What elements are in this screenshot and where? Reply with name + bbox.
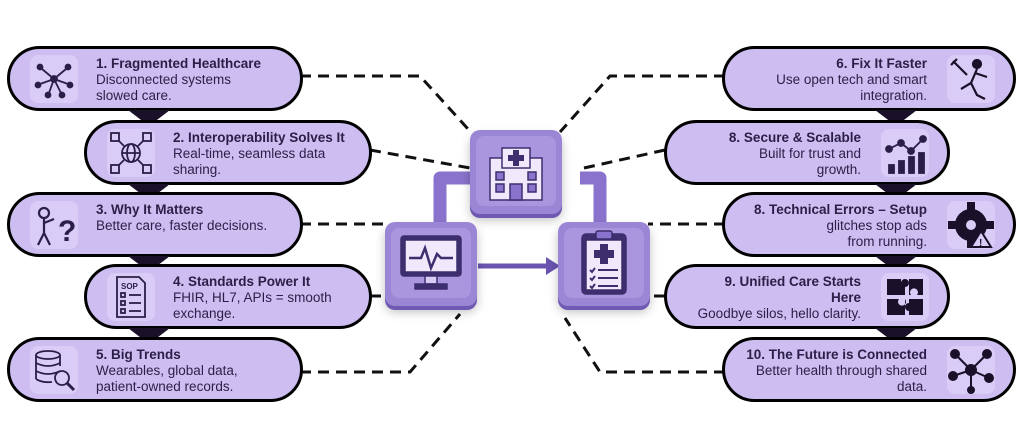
card-desc: Use open tech and smart [776,72,927,87]
dashed-line [369,148,471,170]
hospital-icon [476,136,556,206]
card-text: 4. Standards Power It FHIR, HL7, APIs = … [173,274,332,322]
card-desc: Real-time, seamless data [173,146,326,161]
card-title: 9. Unified Care Starts [724,274,861,289]
card-technical-errors: ! 8. Technical Errors – Setup glitches s… [722,192,1016,257]
card-text: 8. Technical Errors – Setup glitches sto… [754,202,927,250]
card-desc: glitches stop ads [826,218,927,233]
puzzle-pieces-icon [881,273,929,321]
heartbeat-monitor-icon [391,228,471,298]
card-unified-care: 9. Unified Care Starts Here Goodbye silo… [664,264,950,329]
gear-warning-icon: ! [947,201,995,249]
svg-text:?: ? [58,215,76,248]
card-fragmented-healthcare: 1. Fragmented Healthcare Disconnected sy… [7,46,303,111]
card-text: 2. Interoperability Solves It Real-time,… [173,130,345,178]
card-desc: exchange. [173,306,236,321]
card-desc: Built for trust and [758,146,861,161]
card-desc: Goodbye silos, hello clarity. [697,306,861,321]
sop-document-icon: SOP [107,273,155,321]
card-title: 8. Secure & Scalable [728,130,861,145]
hospital-hub [470,130,562,214]
card-text: 1. Fragmented Healthcare Disconnected sy… [96,56,261,104]
card-desc: Better health through shared [755,363,927,378]
card-desc: from running. [847,234,927,249]
dashed-line [583,148,666,170]
card-desc: FHIR, HL7, APIs = smooth [173,290,332,305]
clipboard-hub [558,222,650,306]
globe-cubes-icon [107,129,155,177]
pipe [580,171,607,228]
card-text: 9. Unified Care Starts Here Goodbye silo… [698,274,861,322]
card-title: 5. Big Trends [96,347,181,362]
dashed-line [300,313,462,374]
monitor-hub [385,222,477,306]
card-secure-scalable: 8. Secure & Scalable Built for trust and… [664,120,950,185]
card-desc: Wearables, global data, [96,363,238,378]
card-why-it-matters: ? 3. Why It Matters Better care, faster … [7,192,303,257]
svg-text:SOP: SOP [121,282,139,291]
card-desc: Better care, faster decisions. [96,218,268,233]
card-desc: patient-owned records. [96,379,234,394]
thinking-person-icon: ? [30,201,78,249]
card-title: 8. Technical Errors – Setup [753,202,927,217]
card-desc: slowed care. [96,88,172,103]
pipe [433,171,470,228]
card-text: 6. Fix It Faster Use open tech and smart… [776,56,927,104]
card-title: 6. Fix It Faster [836,56,927,71]
dashed-line [300,74,480,142]
card-text: 8. Secure & Scalable Built for trust and… [729,130,861,178]
card-desc: growth. [816,162,861,177]
card-title: 10. The Future is Connected [746,347,927,362]
svg-text:!: ! [979,238,982,249]
network-nodes-icon [30,55,78,103]
card-title: Here [830,290,861,305]
arrow-head [546,257,560,275]
card-big-trends: 5. Big Trends Wearables, global data, pa… [7,337,303,402]
card-text: 5. Big Trends Wearables, global data, pa… [96,347,238,395]
card-interoperability: 2. Interoperability Solves It Real-time,… [84,120,372,185]
card-text: 10. The Future is Connected Better healt… [746,347,927,395]
hub-nodes-icon [947,346,995,394]
card-title: 2. Interoperability Solves It [173,130,345,145]
card-title: 3. Why It Matters [96,202,204,217]
card-desc: integration. [860,88,927,103]
card-desc: sharing. [173,162,222,177]
dashed-line [558,74,725,133]
card-desc: Disconnected systems [96,72,232,87]
medical-clipboard-icon [564,228,644,298]
growth-chart-icon [881,129,929,177]
card-desc: data. [896,379,927,394]
card-title: 4. Standards Power It [173,274,311,289]
card-text: 3. Why It Matters Better care, faster de… [96,202,267,234]
database-search-icon [30,346,78,394]
repair-person-icon [947,55,995,103]
card-standards: SOP 4. Standards Power It FHIR, HL7, API… [84,264,372,329]
card-fix-it-faster: 6. Fix It Faster Use open tech and smart… [722,46,1016,111]
card-title: 1. Fragmented Healthcare [96,56,262,71]
card-future-connected: 10. The Future is Connected Better healt… [722,337,1016,402]
dashed-line [563,317,725,374]
